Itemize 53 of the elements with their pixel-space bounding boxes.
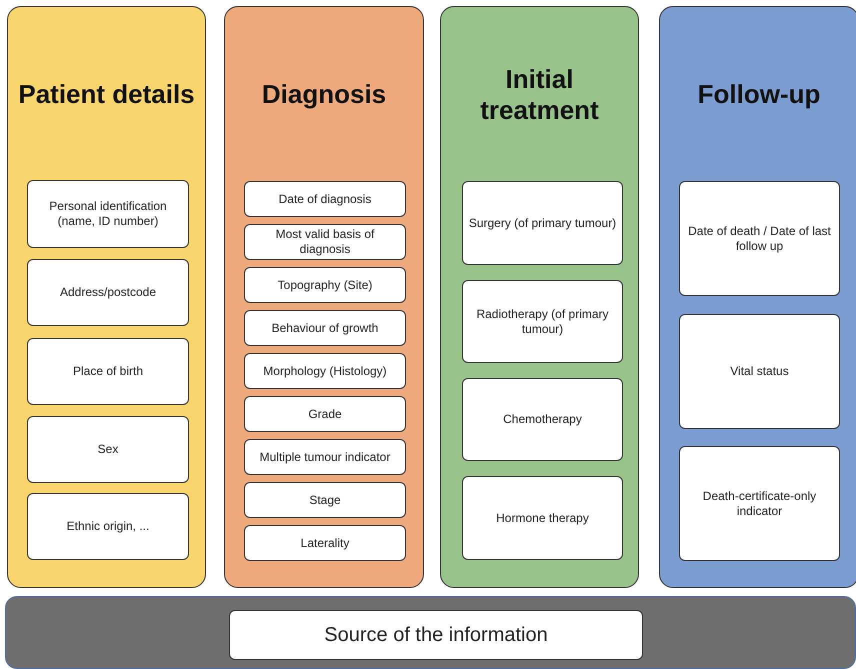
field-box xyxy=(27,338,189,405)
field-box xyxy=(244,396,406,432)
field-label: Address/postcode xyxy=(60,285,156,300)
field-box xyxy=(679,314,840,429)
field-box xyxy=(679,181,840,296)
field-label: Grade xyxy=(308,406,342,422)
field-box xyxy=(244,181,406,217)
column-heading: Follow-up xyxy=(696,78,822,112)
field-box xyxy=(27,493,189,560)
field-box xyxy=(229,610,643,660)
field-label: Vital status xyxy=(730,364,789,379)
field-label: Death-certificate-only indicator xyxy=(702,488,818,518)
field-box xyxy=(27,259,189,326)
field-label: Laterality xyxy=(300,536,350,550)
category-column xyxy=(7,6,206,588)
column-heading: Patient details xyxy=(17,78,196,112)
field-box xyxy=(244,224,406,260)
field-box xyxy=(244,439,406,475)
column-heading: Initial treatment xyxy=(479,62,600,127)
category-column xyxy=(659,6,856,588)
footer-band xyxy=(5,596,856,669)
field-label: Sex xyxy=(98,442,118,457)
category-column xyxy=(224,6,424,588)
field-box xyxy=(244,482,406,518)
field-box xyxy=(462,378,623,461)
field-label: Topography (Site) xyxy=(278,278,372,292)
field-label: Surgery (of primary tumour) xyxy=(468,216,616,230)
field-label: Source of the information xyxy=(324,622,548,648)
field-box xyxy=(462,181,623,265)
field-label: Date of diagnosis xyxy=(278,192,372,206)
field-box xyxy=(679,446,840,561)
field-box xyxy=(244,267,406,303)
field-box xyxy=(244,525,406,561)
field-box xyxy=(244,353,406,389)
field-label: Morphology (Histology) xyxy=(263,364,387,378)
category-column xyxy=(440,6,639,588)
field-box xyxy=(27,180,189,248)
field-label: Hormone therapy xyxy=(496,510,589,526)
field-label: Chemotherapy xyxy=(503,412,582,427)
field-box xyxy=(27,416,189,483)
field-label: Place of birth xyxy=(72,364,144,379)
field-label: Personal identification (name, ID number) xyxy=(48,199,168,229)
field-box xyxy=(462,280,623,363)
field-label: Multiple tumour indicator xyxy=(260,450,390,464)
field-label: Radiotherapy (of primary tumour) xyxy=(475,306,610,336)
field-label: Ethnic origin, ... xyxy=(66,519,150,534)
field-label: Behaviour of growth xyxy=(272,320,378,336)
field-label: Most valid basis of diagnosis xyxy=(274,227,376,257)
field-box xyxy=(462,476,623,560)
column-heading: Diagnosis xyxy=(260,78,388,112)
field-box xyxy=(244,310,406,346)
field-label: Stage xyxy=(309,492,341,508)
field-label: Date of death / Date of last follow up xyxy=(687,224,832,254)
